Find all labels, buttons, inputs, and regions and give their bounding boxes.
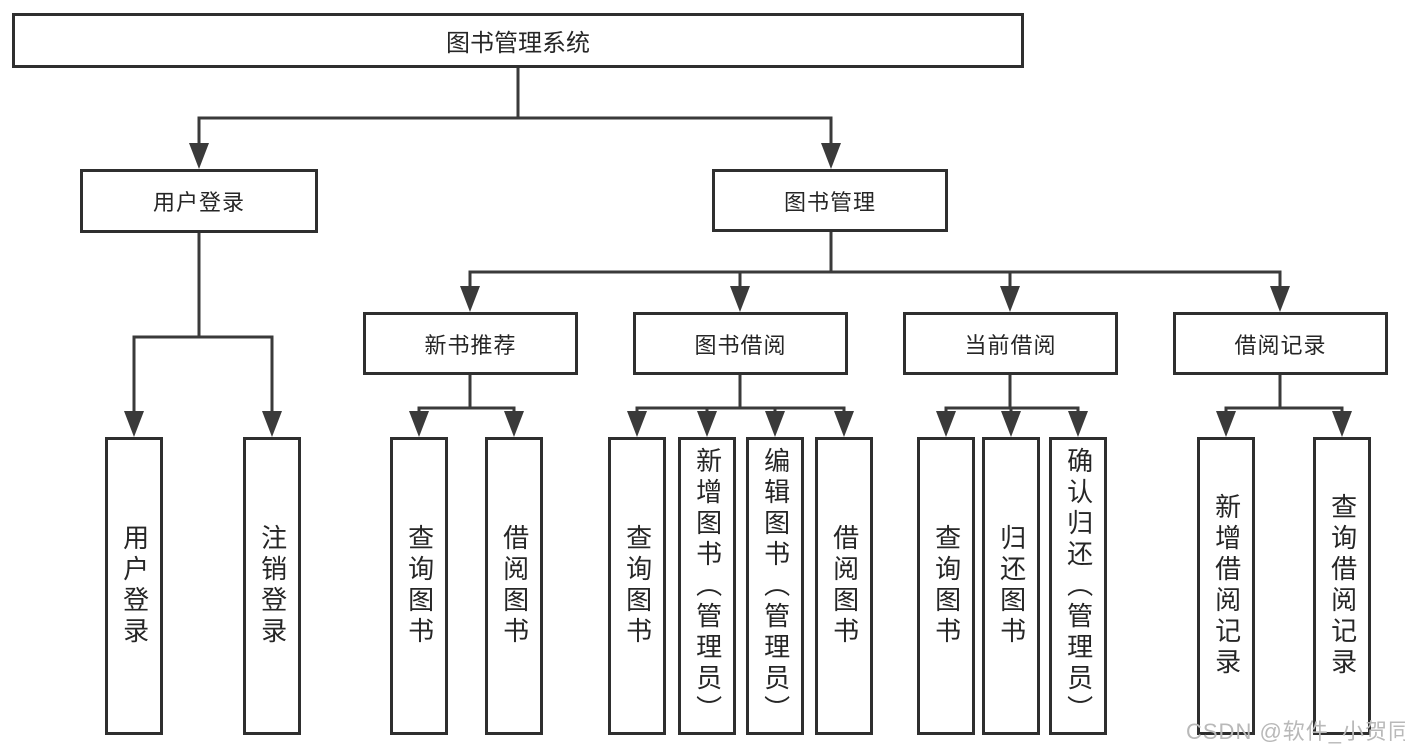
leaf-borrow-books-recommend: 借阅图书: [485, 437, 543, 735]
leaf-logout: 注销登录: [243, 437, 301, 735]
node-new-book-recommend: 新书推荐: [363, 312, 578, 375]
connector-borrowing-branch: [635, 375, 846, 414]
node-label: 当前借阅: [964, 332, 1057, 358]
leaf-borrow-books-borrowing: 借阅图书: [815, 437, 873, 735]
connector-login-branch: [132, 233, 274, 414]
node-user-login: 用户登录: [80, 169, 318, 233]
node-borrowing-records: 借阅记录: [1173, 312, 1388, 375]
node-label: 借阅图书: [829, 524, 860, 648]
node-label: 借阅记录: [1234, 332, 1327, 358]
node-label: 查询图书: [404, 524, 435, 648]
leaf-query-borrow-record: 查询借阅记录: [1313, 437, 1371, 735]
node-label: 查询图书: [622, 524, 653, 648]
node-label: 确认归还（管理员）: [1063, 446, 1094, 726]
leaf-user-login: 用户登录: [105, 437, 163, 735]
connector-recommend-branch: [417, 375, 516, 414]
node-root: 图书管理系统: [12, 13, 1024, 68]
leaf-edit-book-admin: 编辑图书（管理员）: [746, 437, 804, 735]
arrowheads: [124, 143, 1352, 437]
connector-root-to-level2: [197, 68, 833, 146]
node-current-borrowing: 当前借阅: [903, 312, 1118, 375]
connector-mgmt-to-level3: [468, 232, 1282, 290]
node-label: 查询图书: [931, 524, 962, 648]
node-label: 图书管理: [783, 189, 876, 215]
node-label: 图书借阅: [694, 332, 787, 358]
leaf-add-borrow-record: 新增借阅记录: [1197, 437, 1255, 735]
node-book-borrowing: 图书借阅: [633, 312, 848, 375]
connector-records-branch: [1224, 375, 1344, 414]
leaf-query-books-current: 查询图书: [917, 437, 975, 735]
leaf-query-books-recommend: 查询图书: [390, 437, 448, 735]
csdn-watermark: CSDN @软件_小贺同学: [1186, 719, 1405, 744]
leaf-query-books-borrowing: 查询图书: [608, 437, 666, 735]
node-label: 新增图书（管理员）: [692, 446, 723, 726]
connector-current-branch: [944, 375, 1080, 414]
node-label: 新增借阅记录: [1211, 493, 1242, 679]
leaf-return-books: 归还图书: [982, 437, 1040, 735]
node-book-management: 图书管理: [712, 169, 948, 232]
node-label: 用户登录: [152, 190, 245, 215]
node-label: 查询借阅记录: [1327, 493, 1358, 679]
node-label: 新书推荐: [424, 332, 517, 358]
node-label: 归还图书: [996, 524, 1027, 648]
node-label: 图书管理系统: [446, 30, 590, 57]
leaf-confirm-return-admin: 确认归还（管理员）: [1049, 437, 1107, 735]
node-label: 注销登录: [257, 524, 288, 648]
node-label: 用户登录: [119, 524, 150, 648]
node-label: 编辑图书（管理员）: [760, 446, 791, 726]
leaf-add-book-admin: 新增图书（管理员）: [678, 437, 736, 735]
node-label: 借阅图书: [499, 524, 530, 648]
